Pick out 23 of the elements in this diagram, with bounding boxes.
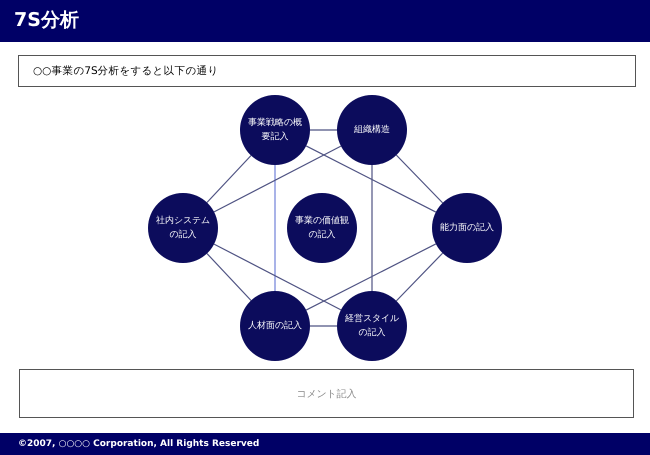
circle-node: 事業の価値観の記入 bbox=[287, 193, 357, 263]
connector-line bbox=[310, 129, 337, 131]
connector-line bbox=[206, 253, 252, 301]
connector-line bbox=[306, 243, 436, 311]
connector-line bbox=[396, 154, 444, 204]
copyright-text: ©2007, ○○○○ Corporation, All Rights Reserved bbox=[18, 438, 260, 451]
connector-line bbox=[396, 252, 444, 302]
text-box: ○○事業の7S分析をすると以下の通り bbox=[18, 55, 636, 87]
circle-node: 組織構造 bbox=[337, 95, 407, 165]
circle-node: 人材面の記入 bbox=[240, 291, 310, 361]
connector-line bbox=[206, 155, 252, 203]
connector-line bbox=[371, 165, 373, 291]
circle-node: 事業戦略の概要記入 bbox=[240, 95, 310, 165]
connector-line bbox=[306, 145, 436, 213]
comment-box: コメント記入 bbox=[19, 369, 634, 418]
connector-line bbox=[310, 325, 337, 327]
connector-line bbox=[214, 146, 342, 212]
connector-line bbox=[214, 244, 342, 310]
circle-node: 能力面の記入 bbox=[432, 193, 502, 263]
connector-line bbox=[274, 165, 276, 291]
circle-node: 経営スタイルの記入 bbox=[337, 291, 407, 361]
circle-node: 社内システムの記入 bbox=[148, 193, 218, 263]
title: 7S分析 bbox=[14, 8, 79, 32]
